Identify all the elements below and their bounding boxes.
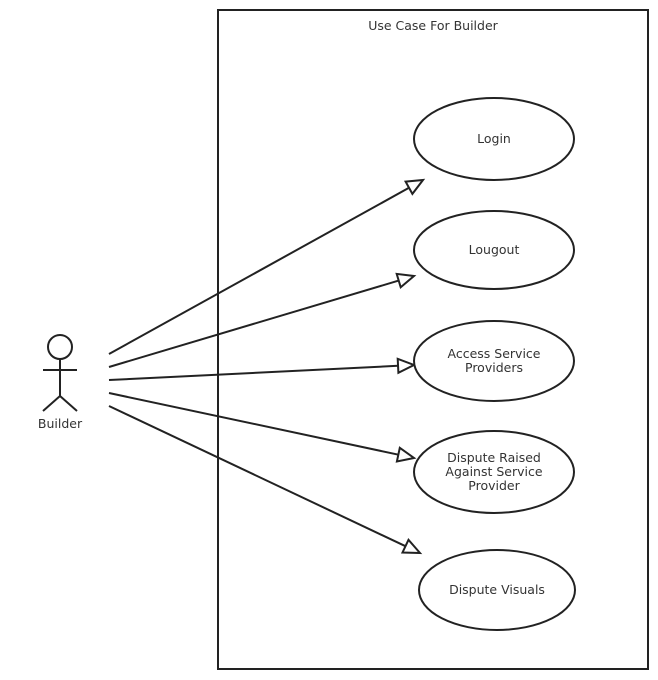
use-case-ellipse: [418, 549, 576, 631]
use-case: Login: [413, 97, 575, 181]
use-case-label: Provider: [468, 478, 520, 493]
use-case-ellipse: [413, 97, 575, 181]
arrowhead: [400, 537, 423, 555]
system-boundary: [217, 9, 649, 670]
arrowhead: [403, 178, 426, 196]
use-case-ellipse: [413, 210, 575, 290]
use-case-label: Dispute Visuals: [449, 582, 545, 597]
use-case-label: Providers: [465, 360, 523, 375]
association-line: [108, 279, 399, 368]
association-line: [108, 392, 399, 456]
use-case-ellipse: [413, 320, 575, 402]
actor-head: [47, 334, 73, 360]
use-case-label: Access Service: [448, 346, 541, 361]
actor-builder: Builder: [38, 334, 83, 431]
actor-left-leg: [42, 395, 61, 412]
use-case: Lougout: [413, 210, 575, 290]
arrowhead: [395, 272, 417, 290]
association-line: [108, 186, 410, 355]
system-title: Use Case For Builder: [368, 18, 498, 33]
use-case-label: Dispute Raised: [447, 450, 541, 465]
associations: [108, 178, 426, 555]
association-line: [108, 364, 399, 381]
actor-right-leg: [59, 395, 78, 412]
association-line: [108, 405, 406, 548]
use-case-label: Login: [477, 131, 511, 146]
use-case-label: Lougout: [469, 242, 520, 257]
use-case: Dispute Visuals: [418, 549, 576, 631]
arrowhead: [396, 357, 417, 375]
use-case-ellipse: [413, 430, 575, 514]
actor-label: Builder: [38, 416, 83, 431]
use-case-label: Against Service: [445, 464, 542, 479]
arrowhead: [395, 446, 417, 463]
